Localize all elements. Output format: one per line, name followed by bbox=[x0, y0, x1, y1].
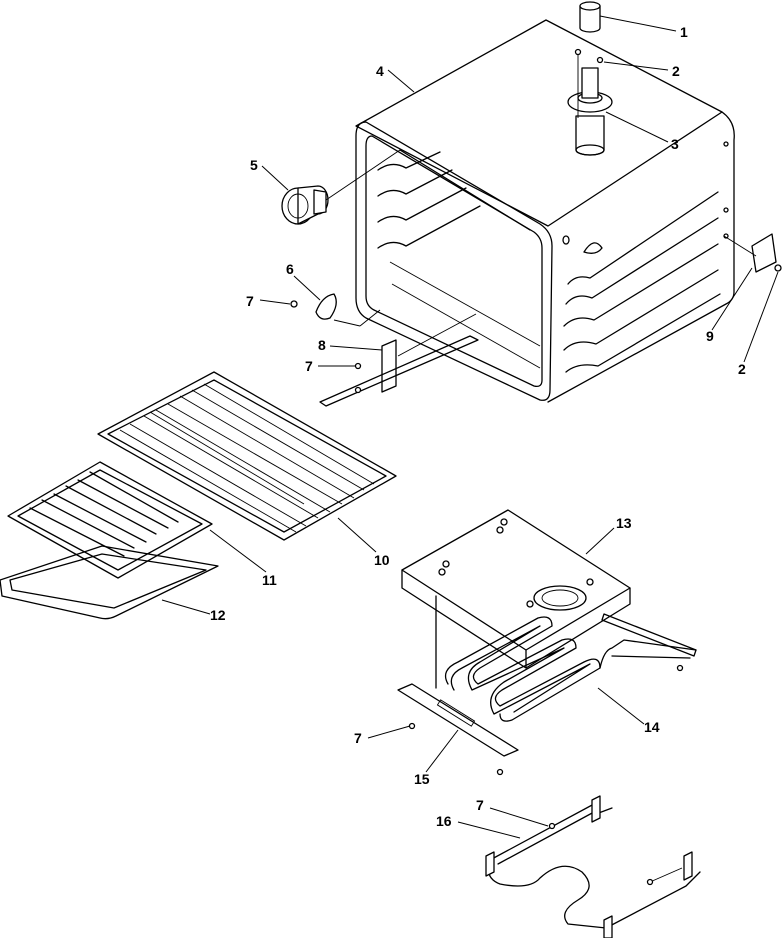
callout-3: 3 bbox=[671, 136, 679, 152]
bottom-panel bbox=[401, 509, 631, 669]
sensor-bracket bbox=[319, 313, 479, 407]
callout-7-bracket: 7 bbox=[305, 358, 313, 374]
broil-element bbox=[485, 795, 701, 938]
callout-11: 11 bbox=[262, 572, 277, 588]
oven-cavity bbox=[355, 19, 735, 403]
callout-14: 14 bbox=[644, 719, 660, 735]
callout-2-right: 2 bbox=[738, 361, 746, 377]
light-assembly bbox=[281, 149, 401, 225]
callout-5: 5 bbox=[250, 157, 258, 173]
callout-10: 10 bbox=[374, 552, 390, 568]
leader-lines bbox=[161, 15, 779, 839]
callout-4: 4 bbox=[376, 63, 384, 79]
screw-7a bbox=[290, 300, 298, 308]
callout-labels: 1 2 3 4 5 6 7 8 7 9 2 10 11 12 13 14 7 1… bbox=[210, 24, 746, 829]
callout-7-bottom: 7 bbox=[354, 730, 362, 746]
vent-tube-assembly bbox=[567, 67, 613, 156]
vent-cap bbox=[579, 1, 601, 33]
callout-16: 16 bbox=[436, 813, 452, 829]
callout-7-broil: 7 bbox=[476, 797, 484, 813]
callout-7-left: 7 bbox=[246, 293, 254, 309]
plug bbox=[315, 293, 381, 327]
callout-12: 12 bbox=[210, 607, 226, 623]
callout-1: 1 bbox=[680, 24, 688, 40]
callout-2-top: 2 bbox=[672, 63, 680, 79]
callout-15: 15 bbox=[414, 771, 430, 787]
side-bracket bbox=[723, 233, 782, 273]
callout-6: 6 bbox=[286, 261, 294, 277]
oven-rack bbox=[97, 371, 397, 541]
broiler-grid bbox=[7, 461, 213, 579]
broiler-pan bbox=[0, 545, 219, 620]
callout-9: 9 bbox=[706, 328, 714, 344]
element-bracket bbox=[397, 683, 519, 776]
screws-top bbox=[574, 48, 604, 118]
callout-8: 8 bbox=[318, 337, 326, 353]
probe-rod bbox=[601, 613, 697, 672]
bake-element bbox=[435, 595, 697, 722]
callout-13: 13 bbox=[616, 515, 632, 531]
